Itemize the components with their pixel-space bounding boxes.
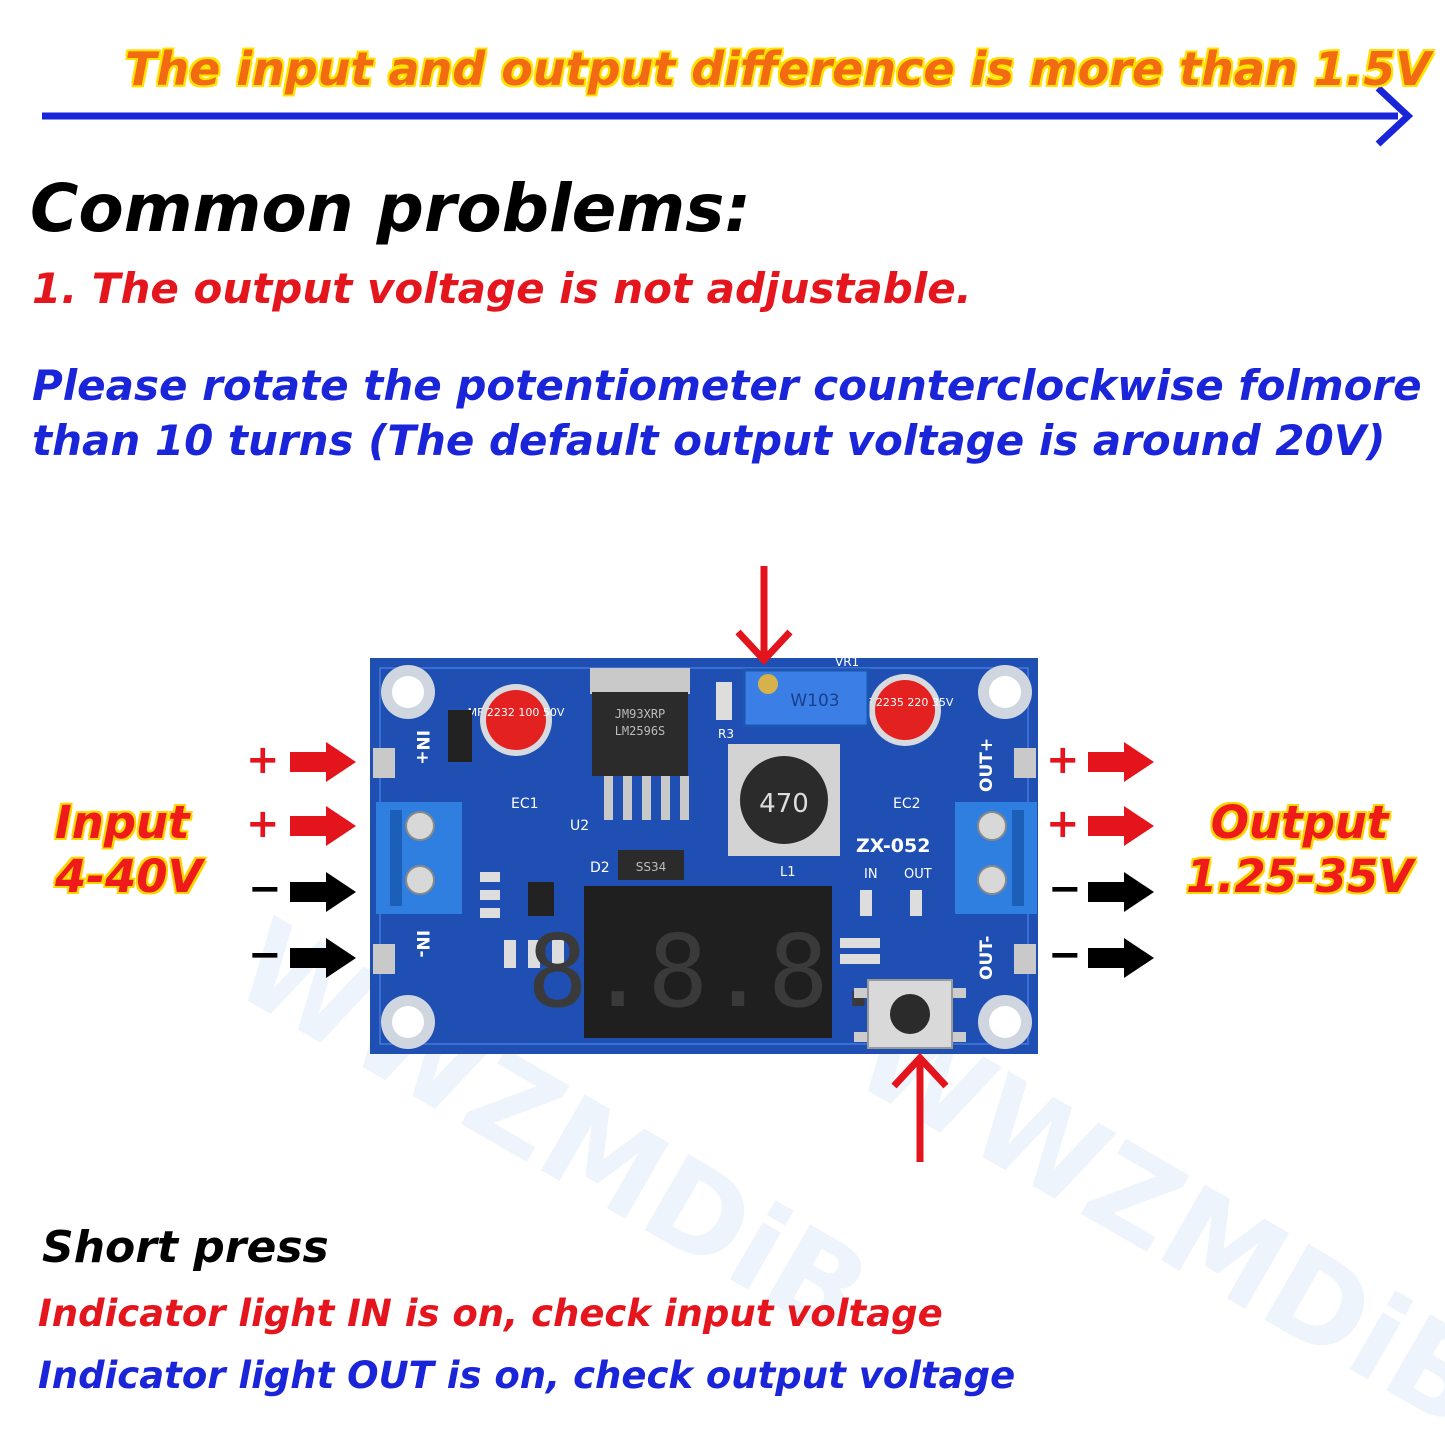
inductor: 470 [728,744,840,856]
difference-arrow [42,85,1414,147]
short-press-heading: Short press [42,1222,329,1273]
input-plus-sign: + [246,801,280,847]
mounting-hole [381,995,435,1049]
potentiometer: W103 [742,668,870,728]
output-plus-sign: + [1046,737,1080,783]
input-minus-arrow [290,938,356,978]
solution-1-text: Please rotate the potentiometer counterc… [32,361,1422,465]
svg-text:LM2596S: LM2596S [615,724,666,738]
input-plus-arrow [290,806,356,846]
capacitor-ec1: MF 2232 100 50V [468,684,565,756]
svg-text:8.8.8.: 8.8.8. [527,913,888,1030]
output-label: Output 1.25-35V [1186,796,1413,904]
svg-text:D2: D2 [590,860,610,876]
svg-text:IN-: IN- [412,930,432,958]
buck-converter-board: MF 2232 100 50V MF 2235 220 35V EC1 EC2 … [290,566,1154,1162]
output-minus-sign: − [1048,932,1082,978]
svg-text:W103: W103 [790,691,839,711]
output-terminal [955,802,1037,914]
input-label: Input 4-40V [55,796,202,904]
input-terminal [376,802,462,914]
svg-text:SS34: SS34 [636,860,667,874]
indicator-in-text: Indicator light IN is on, check input vo… [38,1292,943,1335]
mounting-hole [978,995,1032,1049]
svg-text:MF 2232 100 50V: MF 2232 100 50V [468,706,565,719]
input-minus-sign: − [248,866,282,912]
input-title: Input [55,796,190,849]
svg-text:JM93XRP: JM93XRP [615,707,666,721]
svg-text:IN+: IN+ [412,730,432,765]
output-minus-arrow [1088,938,1154,978]
difference-note: The input and output difference is more … [125,42,1431,96]
output-minus-arrow [1088,872,1154,912]
push-button [854,979,966,1049]
indicator-out-text: Indicator light OUT is on, check output … [38,1354,1016,1397]
svg-text:R3: R3 [718,727,734,741]
pot-arrow [735,566,793,666]
output-minus-sign: − [1048,866,1082,912]
svg-text:ZX-052: ZX-052 [856,835,930,857]
svg-text:MF 2235 220 35V: MF 2235 220 35V [857,696,954,709]
input-minus-arrow [290,872,356,912]
svg-text:VR1: VR1 [835,655,859,669]
output-plus-sign: + [1046,801,1080,847]
output-title: Output [1210,796,1389,849]
svg-text:EC2: EC2 [893,796,921,812]
svg-text:470: 470 [759,789,809,819]
svg-text:U2: U2 [570,818,589,834]
common-problems-heading: Common problems: [30,170,751,247]
input-range: 4-40V [55,850,203,903]
led-display: 8.8.8. [527,886,889,1038]
output-plus-arrow [1088,742,1154,782]
output-range: 1.25-35V [1186,850,1414,903]
button-arrow [891,1052,949,1162]
input-plus-sign: + [246,737,280,783]
svg-text:L1: L1 [780,865,796,880]
svg-text:OUT+: OUT+ [977,738,997,792]
capacitor-ec2: MF 2235 220 35V [857,674,954,746]
input-minus-sign: − [248,932,282,978]
problem-1-text: 1. The output voltage is not adjustable. [32,264,972,313]
mounting-hole [381,665,435,719]
input-plus-arrow [290,742,356,782]
svg-text:OUT-: OUT- [977,936,997,980]
svg-text:OUT: OUT [904,867,932,882]
regulator-chip: JM93XRP LM2596S [590,668,690,820]
mounting-hole [978,665,1032,719]
svg-text:IN: IN [864,867,878,882]
output-plus-arrow [1088,806,1154,846]
svg-text:EC1: EC1 [511,796,539,812]
